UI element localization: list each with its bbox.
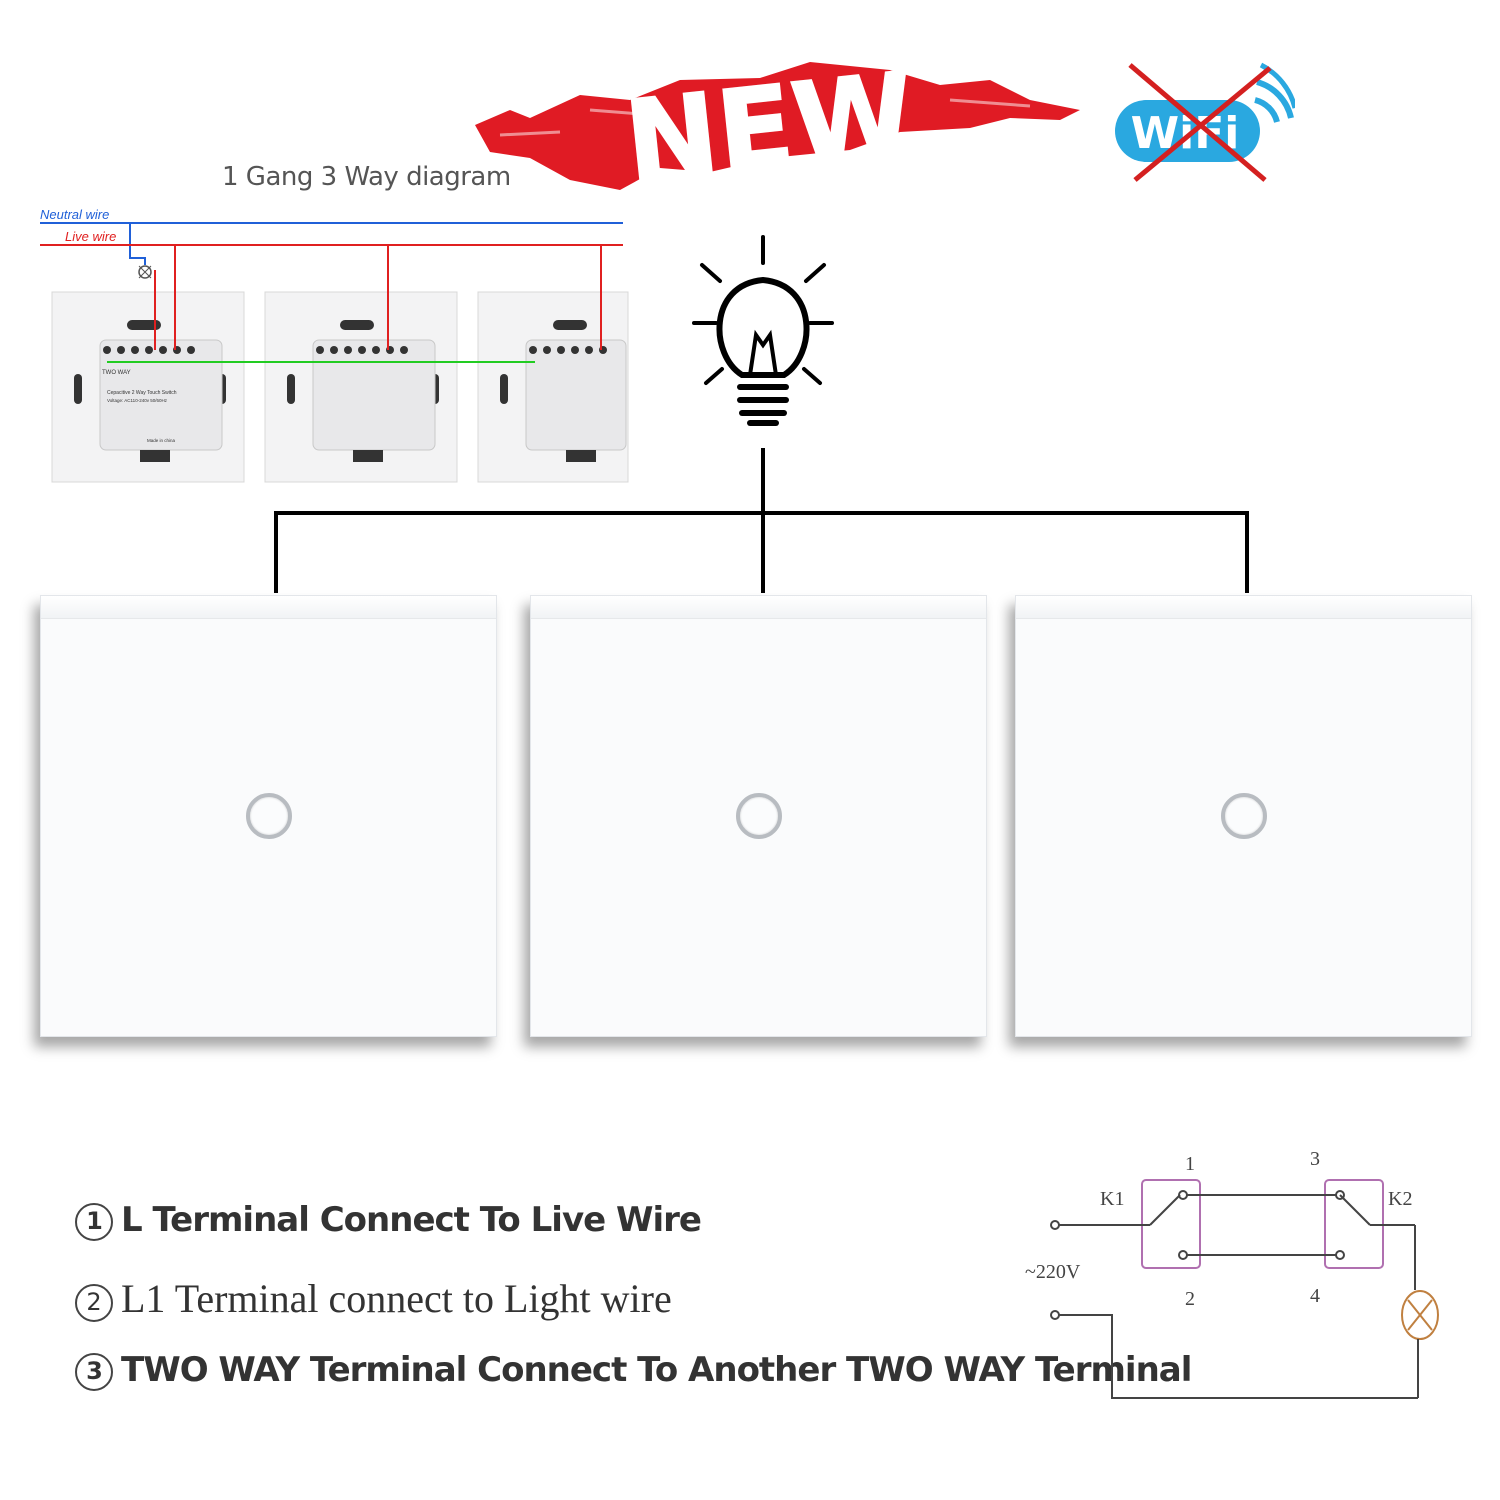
two-way-schematic: K1 K2 1 3 2 4 ~220V: [1025, 1148, 1439, 1399]
label-k2: K2: [1388, 1188, 1412, 1210]
new-text: NEW: [620, 48, 920, 205]
module-brand: TWO WAY: [102, 370, 131, 376]
touch-button-3[interactable]: [1220, 793, 1267, 839]
lamp-symbol-icon: [138, 265, 152, 279]
wiring-diagram: Neutral wire Live wire TWO WAY Cepacitiv…: [40, 207, 629, 483]
note-number: 2: [75, 1283, 113, 1322]
touch-button-2[interactable]: [735, 793, 782, 839]
note-number: 1: [75, 1202, 113, 1241]
switch-module-1: TWO WAY Cepacitive 2 Way Touch Switch Vo…: [51, 291, 245, 483]
neutral-wire-label: Neutral wire: [40, 207, 109, 222]
label-4: 4: [1310, 1285, 1320, 1307]
wifi-text: WiFi: [1131, 108, 1240, 159]
label-3: 3: [1310, 1148, 1320, 1170]
note-text: TWO WAY Terminal Connect To Another TWO …: [121, 1350, 1192, 1390]
label-voltage: ~220V: [1025, 1261, 1081, 1283]
new-banner: NEW: [475, 47, 1080, 207]
wifi-crossed-icon: WiFi: [1115, 62, 1295, 182]
touch-switch-panel-1: [40, 595, 497, 1037]
switch-module-2: [264, 291, 458, 483]
diagram-title: 1 Gang 3 Way diagram: [222, 162, 511, 192]
live-wire-label: Live wire: [65, 229, 116, 244]
note-text: L1 Terminal connect to Light wire: [121, 1276, 672, 1321]
label-k1: K1: [1100, 1188, 1124, 1210]
label-1: 1: [1185, 1153, 1195, 1175]
lamp-symbol-icon: [1401, 1290, 1439, 1340]
touch-switch-panel-2: [530, 595, 987, 1037]
label-2: 2: [1185, 1288, 1195, 1310]
touch-switch-panel-3: [1015, 595, 1472, 1037]
module-product: Cepacitive 2 Way Touch Switch: [107, 390, 177, 396]
module-voltage: Voltage: AC110-240v 50/60Hz: [107, 398, 168, 403]
module-origin: Made in china: [147, 438, 176, 443]
note-number: 3: [75, 1352, 113, 1391]
touch-button-1[interactable]: [245, 793, 292, 839]
note-text: L Terminal Connect To Live Wire: [121, 1200, 702, 1240]
switch-module-3: [477, 291, 629, 483]
light-bulb-icon: [692, 235, 834, 426]
panel-link-lines: [274, 448, 1249, 593]
